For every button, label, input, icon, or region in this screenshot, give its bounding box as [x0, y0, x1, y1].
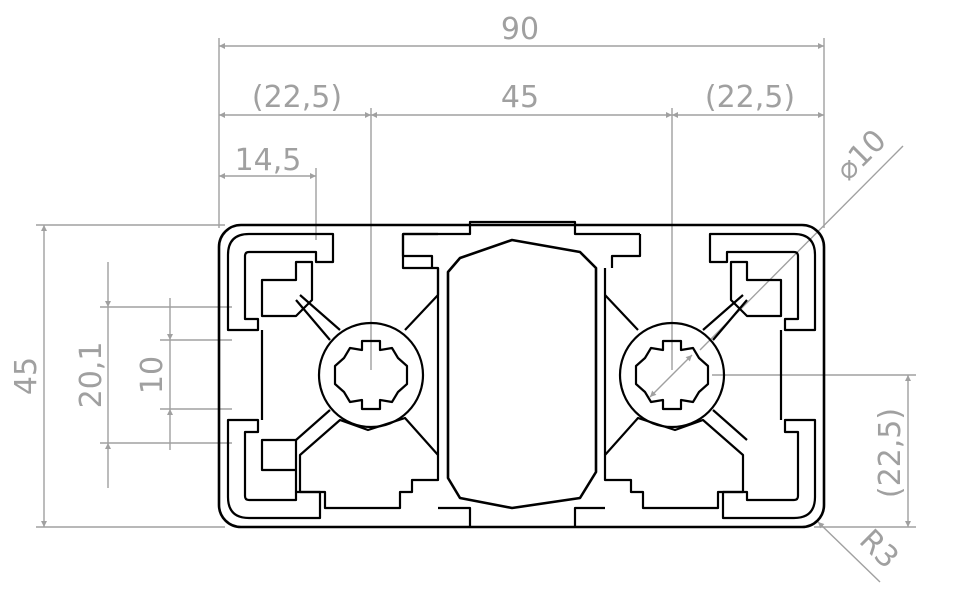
dim-right-offset: (22,5)	[705, 80, 795, 115]
right-boss-web	[712, 299, 783, 441]
corner-leg-bl	[226, 418, 322, 520]
slot-pocket-tl	[260, 260, 314, 318]
top-slot-lip	[401, 220, 642, 268]
dim-slot-opening: 20,1	[74, 342, 109, 409]
core-circle-left	[317, 321, 425, 429]
slot-pocket-tr	[729, 260, 783, 318]
pocket-lower-right	[603, 416, 745, 510]
dim-overall-width: 90	[501, 12, 539, 47]
dim-overall-height: 45	[9, 357, 44, 395]
corner-leg-tr	[708, 232, 817, 332]
corner-leg-tl	[226, 232, 335, 332]
left-boss-web	[260, 299, 331, 441]
dim-left-offset: (22,5)	[252, 80, 342, 115]
dim-slot-inner: 10	[135, 356, 170, 394]
core-star-left	[333, 339, 409, 411]
dim-corner-radius: R3	[852, 523, 905, 576]
dim-half-height: (22,5)	[873, 408, 908, 498]
central-cavity	[446, 238, 598, 510]
core-circle-right	[618, 321, 726, 429]
outer-frame	[217, 223, 826, 529]
pocket-upper-right	[604, 294, 744, 331]
profile-outline	[217, 220, 826, 529]
center-walls	[436, 268, 607, 455]
dim-diameter: ⌀10	[829, 123, 894, 188]
dim-slot-offset: 14,5	[235, 143, 302, 178]
slot-pocket-bl	[260, 438, 298, 494]
dim-center-spacing: 45	[501, 80, 539, 115]
pocket-upper-left	[299, 232, 440, 331]
bottom-slot-lip	[438, 506, 605, 527]
dimension-labels: 90 (22,5) 45 (22,5) 14,5 ⌀10 45 20,1 10 …	[9, 12, 908, 576]
core-star-right	[634, 339, 710, 411]
corner-leg-br	[721, 418, 817, 520]
dimension-lines	[36, 38, 916, 583]
